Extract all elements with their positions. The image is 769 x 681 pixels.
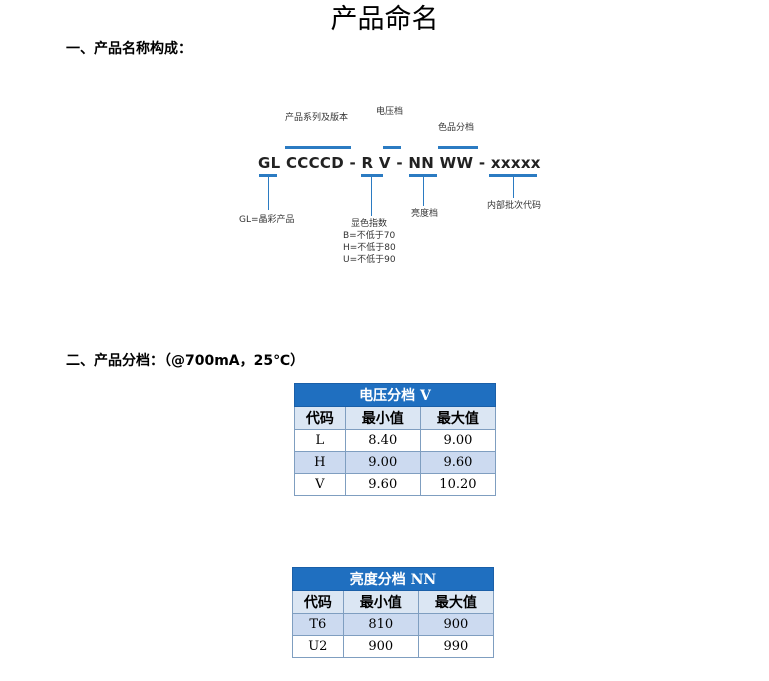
label-gl: GL=晶彩产品 — [239, 215, 295, 225]
table-cell: 810 — [342, 613, 419, 636]
bar-cri — [361, 174, 383, 177]
table-caption: 电压分档 V — [294, 383, 496, 407]
page-title: 产品命名 — [330, 4, 439, 35]
table-cell: T6 — [292, 613, 344, 636]
table-row: T6 810 900 — [292, 613, 495, 636]
line-gl — [268, 176, 269, 210]
label-cri: 显色指数 — [351, 219, 388, 229]
table-row: H 9.00 9.60 — [294, 451, 497, 474]
table-cell: 9.00 — [344, 451, 421, 474]
column-header: 最小值 — [344, 406, 421, 430]
table-cell: 8.40 — [344, 429, 421, 452]
table-cell: 900 — [342, 635, 419, 658]
section-heading-binning: 二、产品分档：（@700mA，25℃） — [66, 353, 305, 369]
label-batch: 内部批次代码 — [487, 201, 542, 211]
table-cell: V — [294, 473, 346, 496]
table-cell: U2 — [292, 635, 344, 658]
label-series: 产品系列及版本 — [285, 113, 349, 123]
column-header: 最大值 — [417, 590, 495, 614]
label-cri-b: B=不低于70 — [343, 231, 396, 241]
section-heading-naming: 一、产品名称构成： — [66, 41, 192, 57]
table-cell: H — [294, 451, 346, 474]
naming-code: GL CCCCD - R V - NN WW - xxxxx — [258, 154, 541, 172]
line-batch — [513, 176, 514, 198]
table-caption: 亮度分档 NN — [292, 567, 494, 591]
label-brightness: 亮度档 — [411, 209, 439, 219]
table-row: L 8.40 9.00 — [294, 429, 497, 452]
label-cri-h: H=不低于80 — [343, 243, 396, 253]
line-cri — [371, 176, 372, 216]
table-cell: 9.00 — [419, 429, 497, 452]
label-voltage: 电压档 — [376, 107, 404, 117]
bar-gl — [259, 174, 277, 177]
label-color-bin: 色品分档 — [438, 123, 475, 133]
bar-series — [285, 146, 351, 149]
table-cell: 10.20 — [419, 473, 497, 496]
column-header: 代码 — [292, 590, 344, 614]
bar-batch — [489, 174, 537, 177]
label-cri-u: U=不低于90 — [343, 255, 396, 265]
bar-voltage — [383, 146, 401, 149]
table-cell: L — [294, 429, 346, 452]
naming-diagram: 产品系列及版本 电压档 色品分档 GL CCCCD - R V - NN WW … — [233, 96, 553, 271]
table-row: U2 900 990 — [292, 635, 495, 658]
table-cell: 900 — [417, 613, 495, 636]
table-cell: 9.60 — [344, 473, 421, 496]
voltage-bin-table: 电压分档 V 代码 最小值 最大值 L 8.40 9.00 H 9.00 9.6… — [294, 383, 497, 496]
bar-brightness — [409, 174, 437, 177]
bar-color-bin — [438, 146, 478, 149]
table-cell: 9.60 — [419, 451, 497, 474]
column-header: 最小值 — [342, 590, 419, 614]
brightness-bin-table: 亮度分档 NN 代码 最小值 最大值 T6 810 900 U2 900 990 — [292, 567, 495, 658]
column-header: 最大值 — [419, 406, 497, 430]
table-row: V 9.60 10.20 — [294, 473, 497, 496]
line-brightness — [423, 176, 424, 206]
column-header: 代码 — [294, 406, 346, 430]
table-cell: 990 — [417, 635, 495, 658]
